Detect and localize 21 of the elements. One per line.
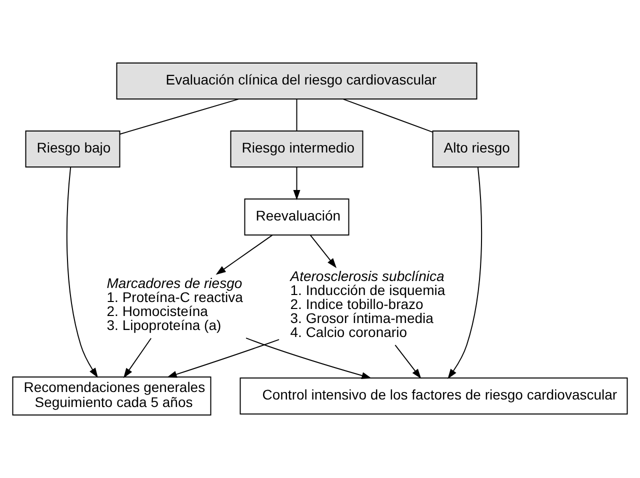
arrow [123, 338, 152, 378]
arrow [394, 344, 422, 379]
node-box: Reevaluación [244, 198, 350, 236]
connector [119, 98, 240, 135]
node-box: Riesgo intermedio [230, 130, 364, 168]
arrow [448, 166, 482, 379]
node-text: Aterosclerosis subclínica 1. Inducción de isquemia 2. Indice tobillo-brazo 3. Grosor íntima-media 4. Calcio coronario [290, 268, 446, 340]
connector [342, 98, 433, 133]
arrow [216, 234, 273, 275]
arrow [166, 339, 280, 378]
node-box: Riesgo bajo [25, 130, 120, 168]
arrow [310, 234, 337, 268]
arrow [246, 338, 372, 379]
node-text: Marcadores de riesgo 1. Proteína-C reactiva 2. Homocisteína 3. Lipoproteína (a) [106, 275, 243, 334]
connector [296, 98, 298, 132]
node-box: Alto riesgo [432, 130, 520, 168]
node-box: Recomendaciones generales Seguimiento cada 5 años [12, 376, 212, 416]
node-box: Control intensivo de los factores de riesgo cardiovascular [240, 378, 628, 414]
arrow [293, 166, 300, 200]
arrow [66, 166, 98, 378]
node-box: Evaluación clínica del riesgo cardiovascular [116, 62, 478, 100]
